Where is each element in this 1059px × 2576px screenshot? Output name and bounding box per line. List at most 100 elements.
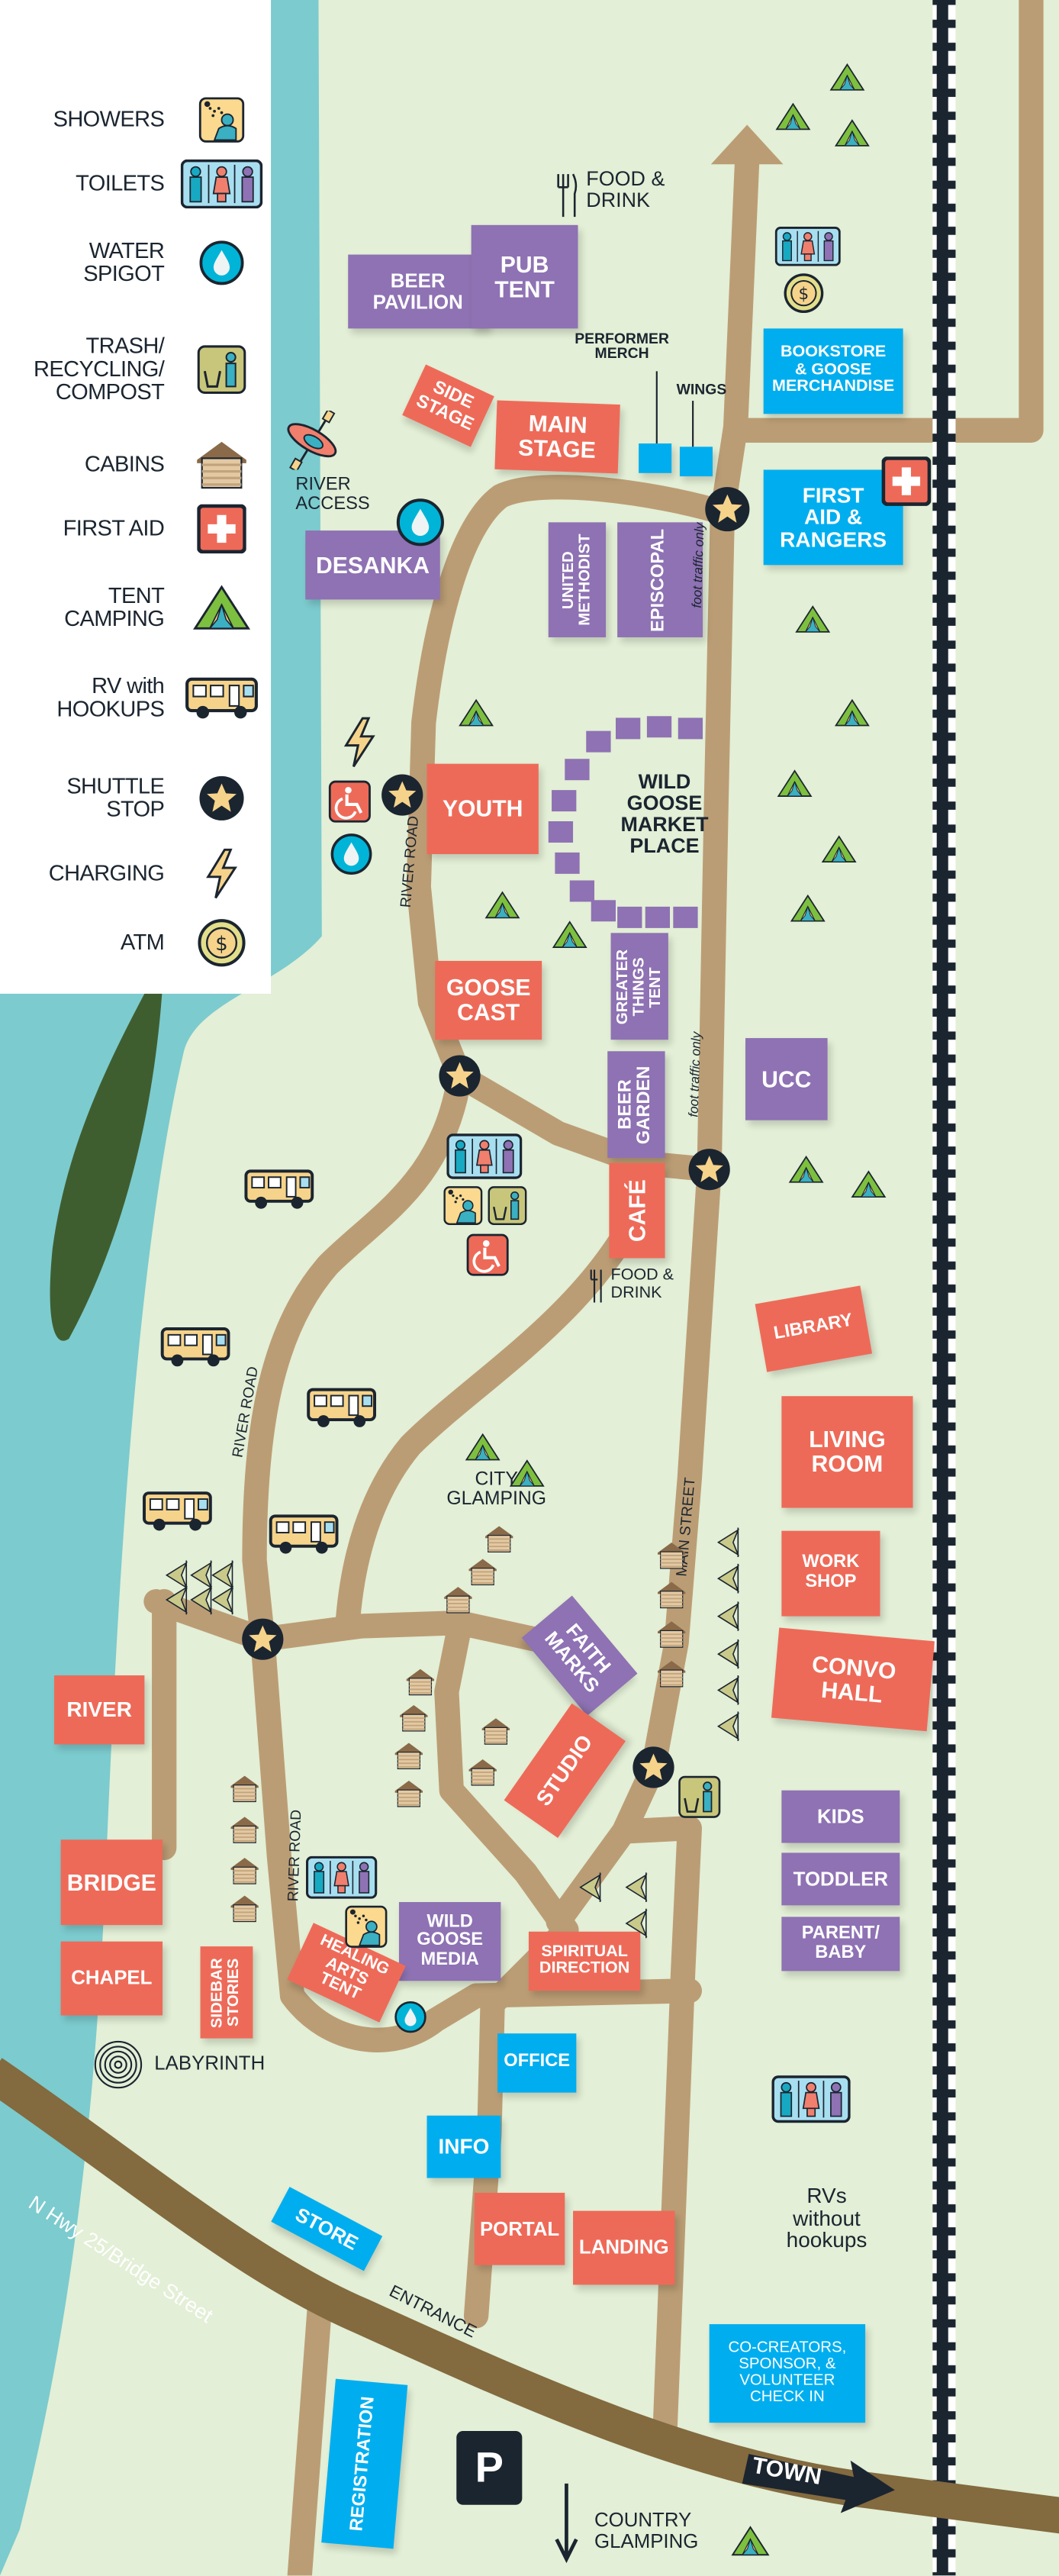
venue-pub-tent[interactable]: PUB TENT [471, 224, 578, 329]
tree-icon [164, 1585, 188, 1615]
service-co-creators-check-in[interactable]: CO-CREATORS, SPONSOR, & VOLUNTEER CHECK … [709, 2324, 866, 2423]
venue-main-stage[interactable]: MAIN STAGE [494, 400, 620, 474]
venue-united-methodist[interactable]: UNITED METHODIST [548, 522, 607, 637]
tent-icon [192, 583, 251, 633]
cabin-icon [230, 1815, 259, 1845]
legend-label: WATER SPIGOT [83, 237, 165, 286]
shuttle-stop-icon[interactable] [630, 1744, 676, 1790]
tree-icon [716, 1675, 740, 1705]
venue-work-shop[interactable]: WORK SHOP [781, 1530, 880, 1617]
venue-greater-things-tent[interactable]: GREATER THINGS TENT [610, 933, 668, 1040]
shuttle-stop-icon [197, 774, 246, 824]
service-info[interactable]: INFO [426, 2115, 501, 2178]
toilets-icon[interactable] [446, 1133, 522, 1179]
service-first-aid-rangers[interactable]: FIRST AID & RANGERS [763, 469, 903, 566]
venue-river[interactable]: RIVER [54, 1675, 145, 1745]
shuttle-stop-icon[interactable] [436, 1053, 482, 1098]
venue-youth[interactable]: YOUTH [426, 763, 539, 855]
legend-item-shuttle-stop: SHUTTLE STOP [0, 762, 271, 835]
rv-icon [243, 1166, 315, 1212]
label-food-drink-north: FOOD & DRINK [586, 167, 665, 212]
shuttle-stop-icon[interactable] [379, 772, 425, 817]
venue-beer-garden[interactable]: BEER GARDEN [607, 1051, 665, 1159]
atm-icon[interactable] [784, 272, 825, 314]
tent-icon [834, 118, 870, 148]
shower-icon[interactable] [443, 1186, 483, 1226]
tent-icon [509, 1459, 545, 1488]
north-arrow-head [710, 124, 784, 165]
tent-icon [821, 834, 857, 864]
tent-icon [795, 605, 831, 634]
shuttle-stop-icon[interactable] [703, 485, 752, 534]
service-registration[interactable]: REGISTRATION [321, 2378, 408, 2549]
cabin-icon [657, 1659, 687, 1689]
legend-label: CHARGING [48, 860, 165, 885]
legend-label: TENT CAMPING [64, 582, 165, 631]
water-spigot-icon [198, 240, 244, 285]
venue-kids[interactable]: KIDS [781, 1790, 900, 1843]
water-spigot-icon[interactable] [330, 833, 373, 875]
accessibility-icon [328, 780, 371, 823]
label-river-access: RIVER ACCESS [295, 474, 370, 514]
venue-sidebar-stories[interactable]: SIDEBAR STORIES [200, 1946, 253, 2039]
venue-chapel[interactable]: CHAPEL [60, 1941, 163, 2016]
shuttle-stop-icon[interactable] [687, 1146, 732, 1192]
charging-icon[interactable] [342, 716, 378, 769]
venue-parent-baby[interactable]: PARENT/ BABY [781, 1917, 900, 1971]
trash-icon[interactable] [678, 1774, 721, 1820]
toilets-icon[interactable] [305, 1856, 378, 1899]
venue-label: GREATER THINGS TENT [613, 949, 665, 1024]
charging-icon [204, 847, 240, 900]
venue-goose-cast[interactable]: GOOSE CAST [435, 960, 542, 1040]
label-food-drink-cafe: FOOD & DRINK [610, 1266, 674, 1302]
venue-toddler[interactable]: TODDLER [781, 1852, 900, 1906]
cabin-icon [468, 1557, 497, 1587]
railroad-track [932, 0, 956, 2576]
service-bookstore[interactable]: BOOKSTORE & GOOSE MERCHANDISE [763, 328, 903, 414]
venue-bridge[interactable]: BRIDGE [60, 1839, 163, 1926]
venue-ucc[interactable]: UCC [745, 1038, 828, 1120]
tree-icon [716, 1601, 740, 1631]
shower-icon[interactable] [345, 1905, 388, 1948]
label-wings: WINGS [676, 381, 727, 398]
shuttle-stop-icon[interactable] [240, 1617, 285, 1662]
legend-item-rv-hookups: RV with HOOKUPS [0, 662, 271, 734]
cabin-icon [394, 1779, 423, 1809]
wings-booth[interactable] [679, 447, 713, 477]
venue-episcopal[interactable]: EPISCOPAL [617, 522, 703, 637]
rv-icon [268, 1511, 340, 1557]
tree-icon [578, 1872, 603, 1902]
water-spigot-icon[interactable] [396, 498, 446, 547]
toilets-icon[interactable] [771, 2075, 850, 2124]
tent-icon [851, 1169, 887, 1199]
water-spigot-icon[interactable] [394, 2001, 426, 2033]
cabin-icon [399, 1704, 429, 1733]
legend-label: TOILETS [76, 170, 165, 195]
market-stall [555, 852, 580, 874]
parking-sign: P [456, 2430, 523, 2505]
venue-landing[interactable]: LANDING [573, 2210, 675, 2285]
venue-living-room[interactable]: LIVING ROOM [781, 1396, 913, 1508]
legend-item-first-aid: FIRST AID [0, 493, 271, 566]
first-aid-icon[interactable] [882, 456, 932, 506]
venue-convo-hall[interactable]: CONVO HALL [771, 1627, 935, 1732]
tent-icon [458, 698, 494, 728]
venue-wild-goose-media[interactable]: WILD GOOSE MEDIA [398, 1902, 501, 1981]
legend-label: FIRST AID [63, 515, 165, 540]
market-stall [565, 759, 590, 781]
venue-cafe[interactable]: CAFÉ [609, 1162, 665, 1259]
pointer-lines [655, 371, 694, 447]
service-office[interactable]: OFFICE [497, 2033, 577, 2093]
performer-merch-booth[interactable] [639, 443, 672, 473]
venue-beer-pavilion[interactable]: BEER PAVILION [348, 254, 488, 329]
cabin-icon [230, 1894, 259, 1923]
venue-spiritual-direction[interactable]: SPIRITUAL DIRECTION [528, 1931, 641, 1991]
trash-icon[interactable] [488, 1186, 527, 1226]
tent-icon [829, 63, 865, 92]
venue-label: SIDEBAR STORIES [208, 1957, 243, 2028]
toilets-icon[interactable] [775, 227, 841, 266]
first-aid-icon [197, 505, 246, 554]
venue-portal[interactable]: PORTAL [474, 2192, 565, 2265]
fork-knife-icon [557, 173, 578, 218]
